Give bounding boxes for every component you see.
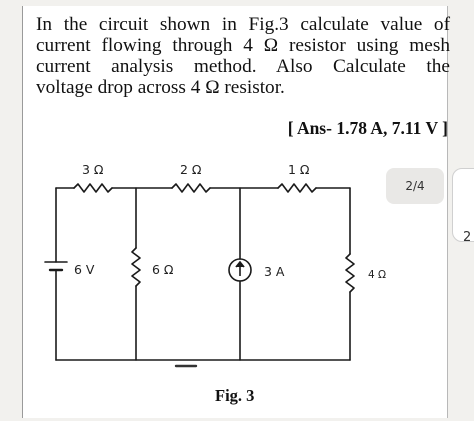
problem-line-3: current analysis method. Also Calculate … <box>36 56 450 77</box>
problem-line-4: voltage drop across 4 Ω resistor. <box>36 77 285 98</box>
label-r-2-ohm: 2 Ω <box>180 162 202 177</box>
problem-statement: In the circuit shown in Fig.3 calculate … <box>36 14 450 98</box>
resistor-3-ohm-zigzag <box>73 183 113 193</box>
label-current-3a: 3 A <box>264 264 285 279</box>
figure-caption: Fig. 3 <box>215 386 255 405</box>
label-r-4-ohm: 4 Ω <box>368 269 386 281</box>
resistor-6-ohm-zigzag <box>131 247 141 287</box>
problem-line-1: In the circuit shown in Fig.3 calculate … <box>36 14 450 35</box>
label-r-1-ohm: 1 Ω <box>288 162 310 177</box>
label-r-6-ohm: 6 Ω <box>152 262 174 277</box>
problem-line-2: current flowing through 4 Ω resistor usi… <box>36 35 450 56</box>
next-page-preview[interactable] <box>452 168 474 242</box>
document-page <box>22 6 448 418</box>
next-page-number: 2 <box>463 230 472 245</box>
label-r-3-ohm: 3 Ω <box>82 162 104 177</box>
answer-text: [ Ans- 1.78 A, 7.11 V ] <box>287 118 448 138</box>
resistor-1-ohm-zigzag <box>277 183 317 193</box>
resistor-4-ohm-zigzag <box>345 253 355 293</box>
resistor-2-ohm-zigzag <box>171 183 211 193</box>
label-source-6v: 6 V <box>74 262 95 277</box>
page-indicator[interactable]: 2/4 <box>386 168 444 204</box>
